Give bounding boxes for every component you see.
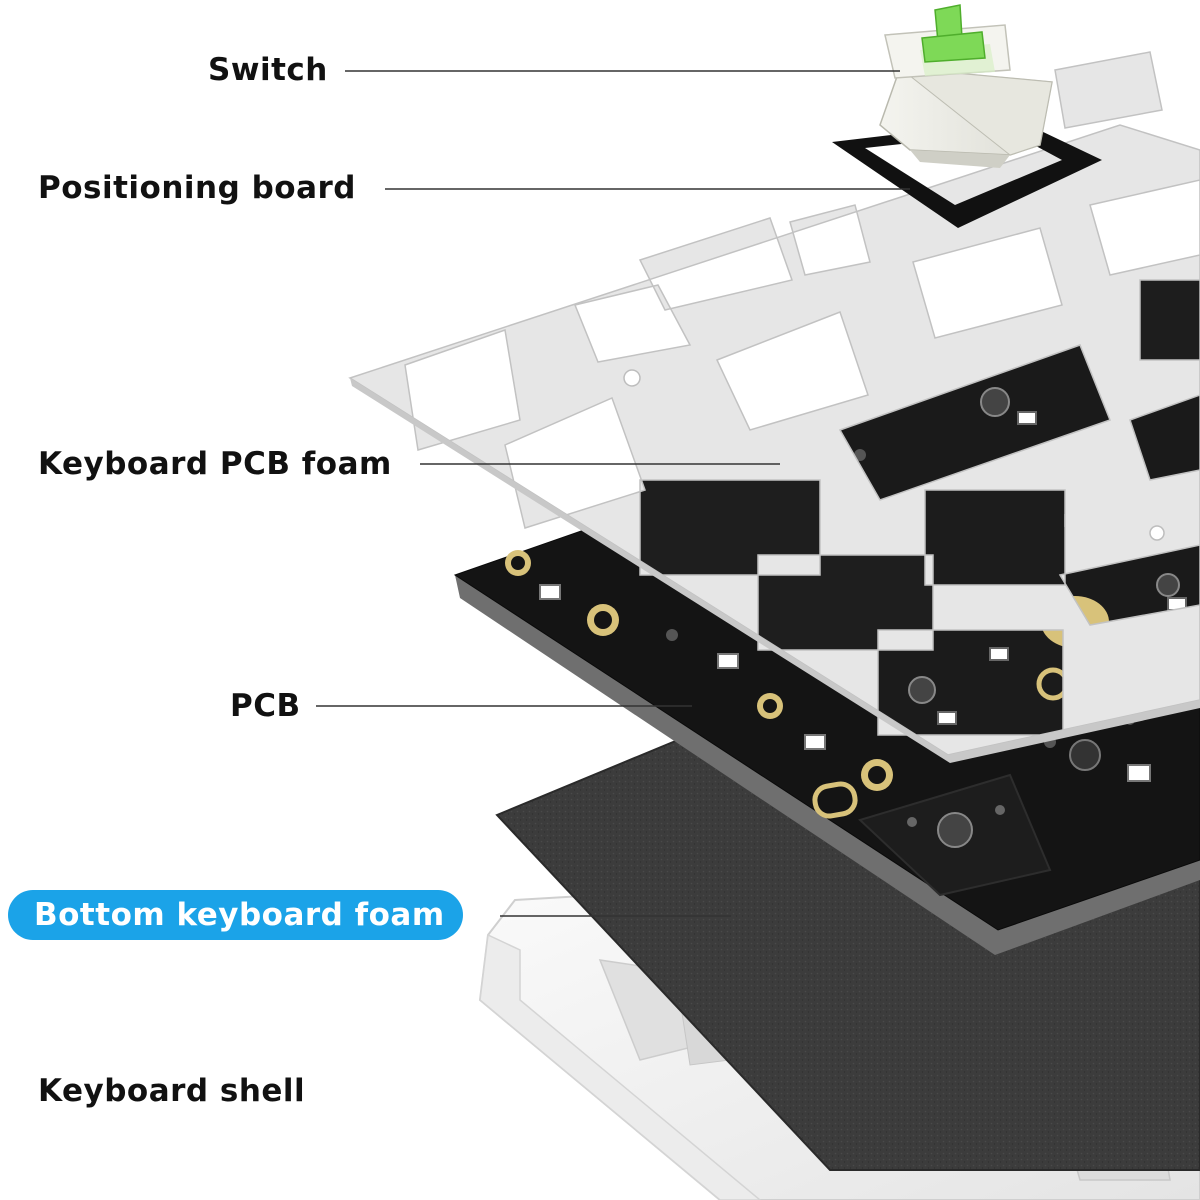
switch bbox=[879, 4, 1053, 168]
switch-frame bbox=[832, 120, 1102, 228]
label-pcb: PCB bbox=[230, 688, 301, 724]
leader-lines bbox=[316, 70, 910, 917]
label-keyboard-pcb-foam: Keyboard PCB foam bbox=[38, 446, 392, 482]
label-switch: Switch bbox=[208, 52, 328, 88]
label-keyboard-shell: Keyboard shell bbox=[38, 1073, 306, 1109]
positioning-board bbox=[348, 51, 1200, 763]
label-positioning-board: Positioning board bbox=[38, 170, 356, 206]
label-bottom-keyboard-foam-highlighted: Bottom keyboard foam bbox=[8, 890, 463, 940]
